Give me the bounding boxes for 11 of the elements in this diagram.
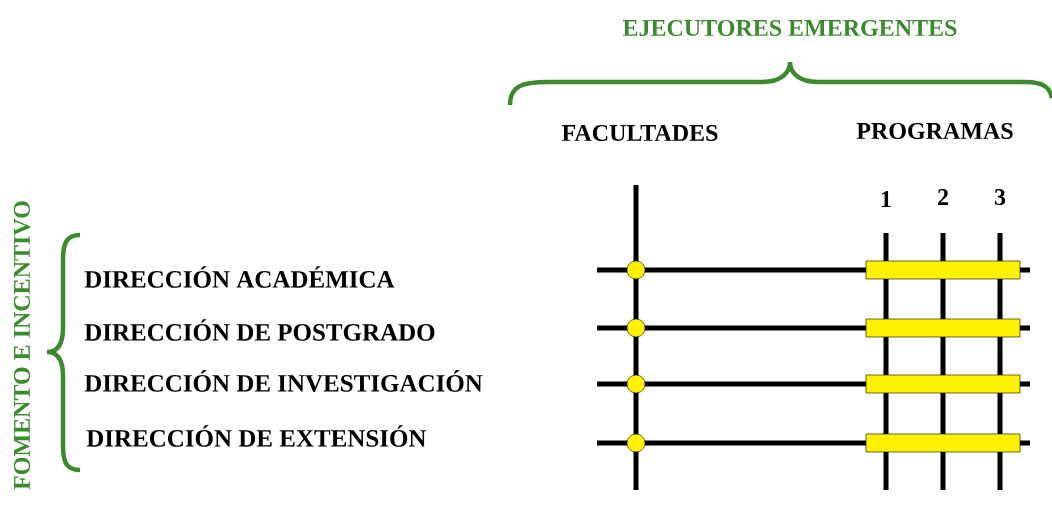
column-number: 2 (938, 189, 948, 205)
group-heading: EJECUTORES EMERGENTES (622, 19, 957, 37)
row-label: DIRECCIÓN DE INVESTIGACIÓN (84, 370, 483, 392)
column-heading: PROGRAMAS (856, 122, 1013, 140)
column-number: 3 (994, 188, 1006, 206)
row-label: DIRECCIÓN DE EXTENSIÓN (86, 425, 427, 447)
group-heading: FOMENTO E INCENTIVO (13, 201, 31, 490)
row-label: DIRECCIÓN DE POSTGRADO (84, 319, 435, 341)
column-heading: FACULTADES (561, 124, 718, 142)
column-number: 1 (881, 191, 891, 207)
row-label: DIRECCIÓN ACADÉMICA (84, 266, 395, 288)
